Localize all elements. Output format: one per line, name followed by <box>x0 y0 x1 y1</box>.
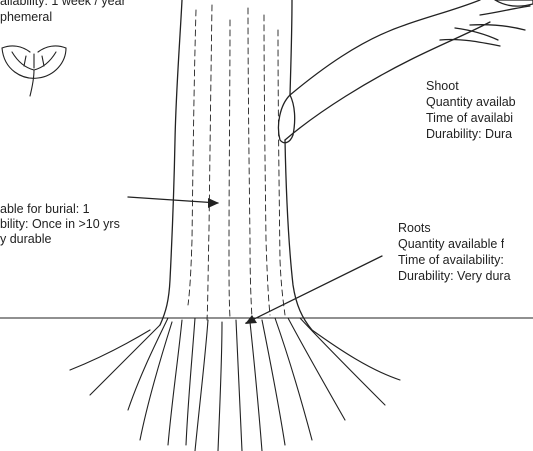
twig-2 <box>455 28 498 40</box>
leaf <box>495 0 533 6</box>
trunk-quantity-label: able for burial: 1 <box>0 203 90 216</box>
trunk-durability-label: y durable <box>0 233 51 246</box>
roots-title: Roots <box>398 222 431 235</box>
twig-4 <box>480 6 530 15</box>
trunk-right-outline <box>290 0 292 95</box>
shoot-quantity-label: Quantity availab <box>426 96 516 109</box>
twig-1 <box>440 39 500 46</box>
flower-icon <box>2 46 66 96</box>
trunk-left-outline <box>160 0 182 325</box>
shoot-bud <box>278 95 294 143</box>
roots-availability-label: Time of availability: <box>398 254 504 267</box>
roots-durability-label: Durability: Very dura <box>398 270 511 283</box>
roots-quantity-label: Quantity available f <box>398 238 504 251</box>
shoot-title: Shoot <box>426 80 459 93</box>
shoot-durability-label: Durability: Dura <box>426 128 512 141</box>
arrow-to-roots <box>245 256 382 324</box>
flower-availability-label: ailability: 1 week / year <box>0 0 126 8</box>
trunk-availability-label: bility: Once in >10 yrs <box>0 218 120 231</box>
shoot-availability-label: Time of availabi <box>426 112 513 125</box>
flower-durability-label: phemeral <box>0 11 52 24</box>
